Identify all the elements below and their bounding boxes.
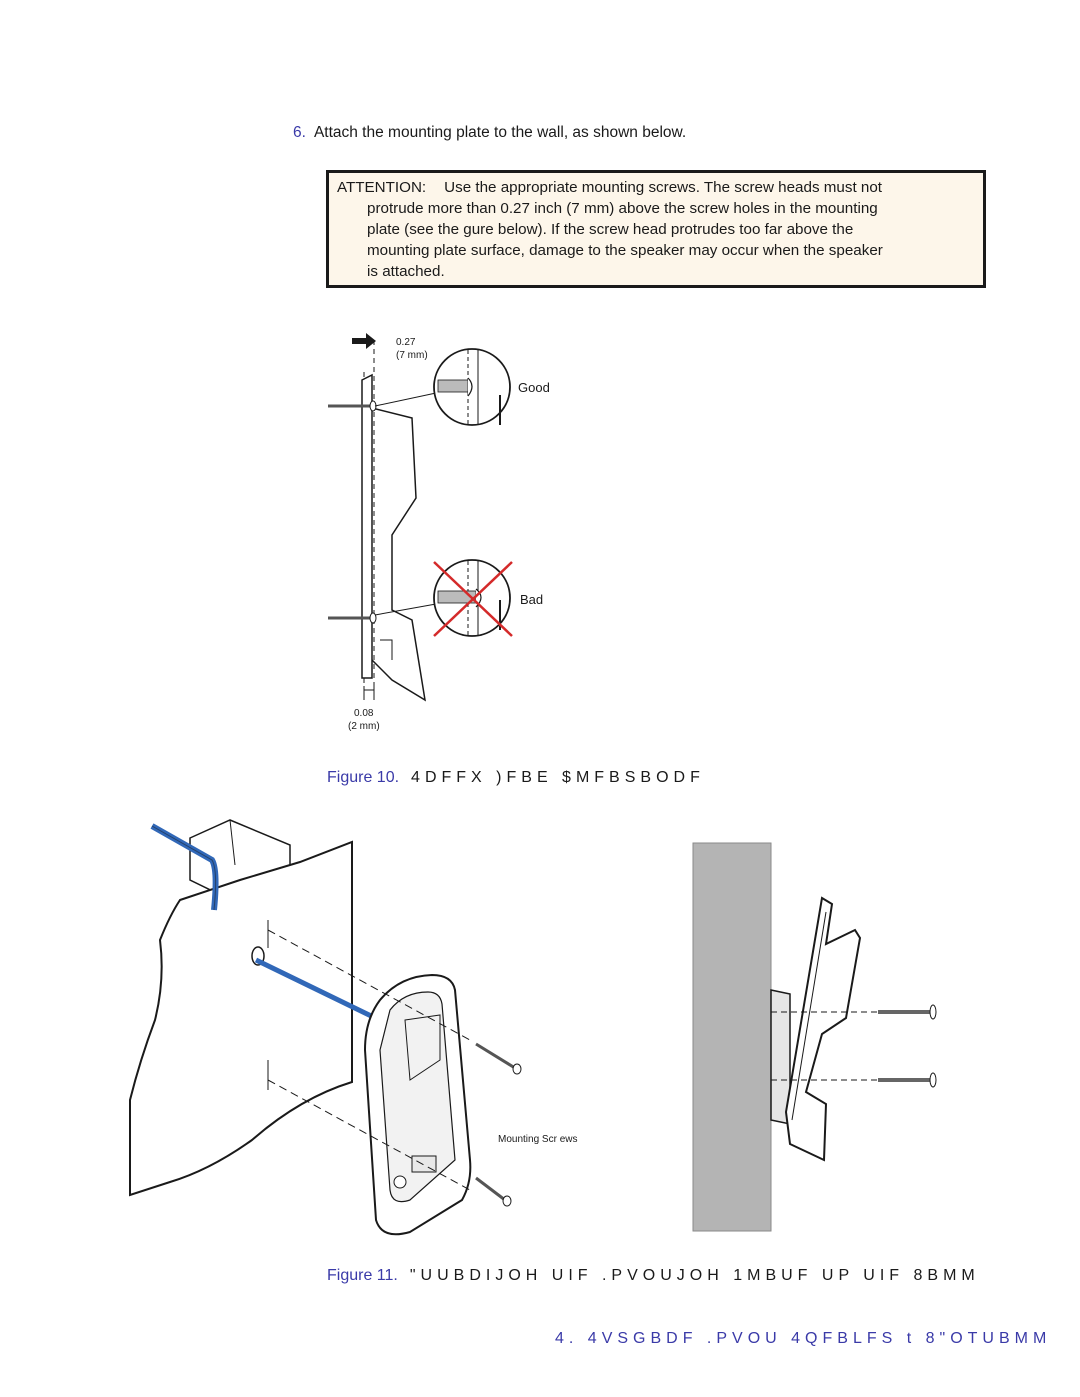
side-view-diagram	[692, 842, 937, 1232]
figure-10-caption: Figure 10. 4DFFX )FBE $MFBSBODF	[327, 769, 705, 787]
bad-label: Bad	[520, 592, 544, 607]
figure-10-title: 4DFFX )FBE $MFBSBODF	[411, 769, 705, 786]
figure-11-label: Figure 11.	[327, 1267, 398, 1284]
dim-top-unit: (7 mm)	[396, 350, 428, 361]
attention-keyword: ATTENTION:	[337, 179, 427, 196]
attention-line-5: is attached.	[367, 263, 445, 280]
attention-line-1: ATTENTION:Use the appropriate mounting s…	[337, 179, 882, 196]
step-6: 6. Attach the mounting plate to the wall,…	[293, 124, 686, 142]
figure-11-title: "UUBDIJOH UIF .PVOUJOH 1MBUF UP UIF 8BMM	[409, 1267, 980, 1284]
good-label: Good	[518, 380, 550, 395]
wall-section	[692, 842, 772, 1232]
mounting-screws-label: Mounting Scr ews	[498, 1134, 578, 1145]
figure-10-label: Figure 10.	[327, 769, 400, 786]
step-number: 6.	[293, 124, 306, 141]
page-footer: 4. 4VSGBDF .PVOU 4QFBLFS t 8"OTUBMM	[555, 1330, 1052, 1347]
dim-top-value: 0.27	[396, 337, 416, 348]
arrow-icon	[352, 333, 376, 349]
dim-bottom-unit: (2 mm)	[348, 721, 380, 732]
attention-box: ATTENTION:Use the appropriate mounting s…	[326, 170, 986, 288]
figure-11-caption: Figure 11. "UUBDIJOH UIF .PVOUJOH 1MBUF U…	[327, 1267, 980, 1285]
mounting-plate-wall-diagram	[129, 819, 522, 1236]
screw-clearance-diagram	[328, 333, 513, 702]
attention-line-2: protrude more than 0.27 inch (7 mm) abov…	[367, 200, 878, 217]
attention-line-4: mounting plate surface, damage to the sp…	[367, 242, 883, 259]
step-text: Attach the mounting plate to the wall, a…	[313, 124, 687, 141]
dim-bottom-value: 0.08	[354, 708, 374, 719]
attention-line-3: plate (see the gure below). If the screw…	[367, 221, 854, 238]
